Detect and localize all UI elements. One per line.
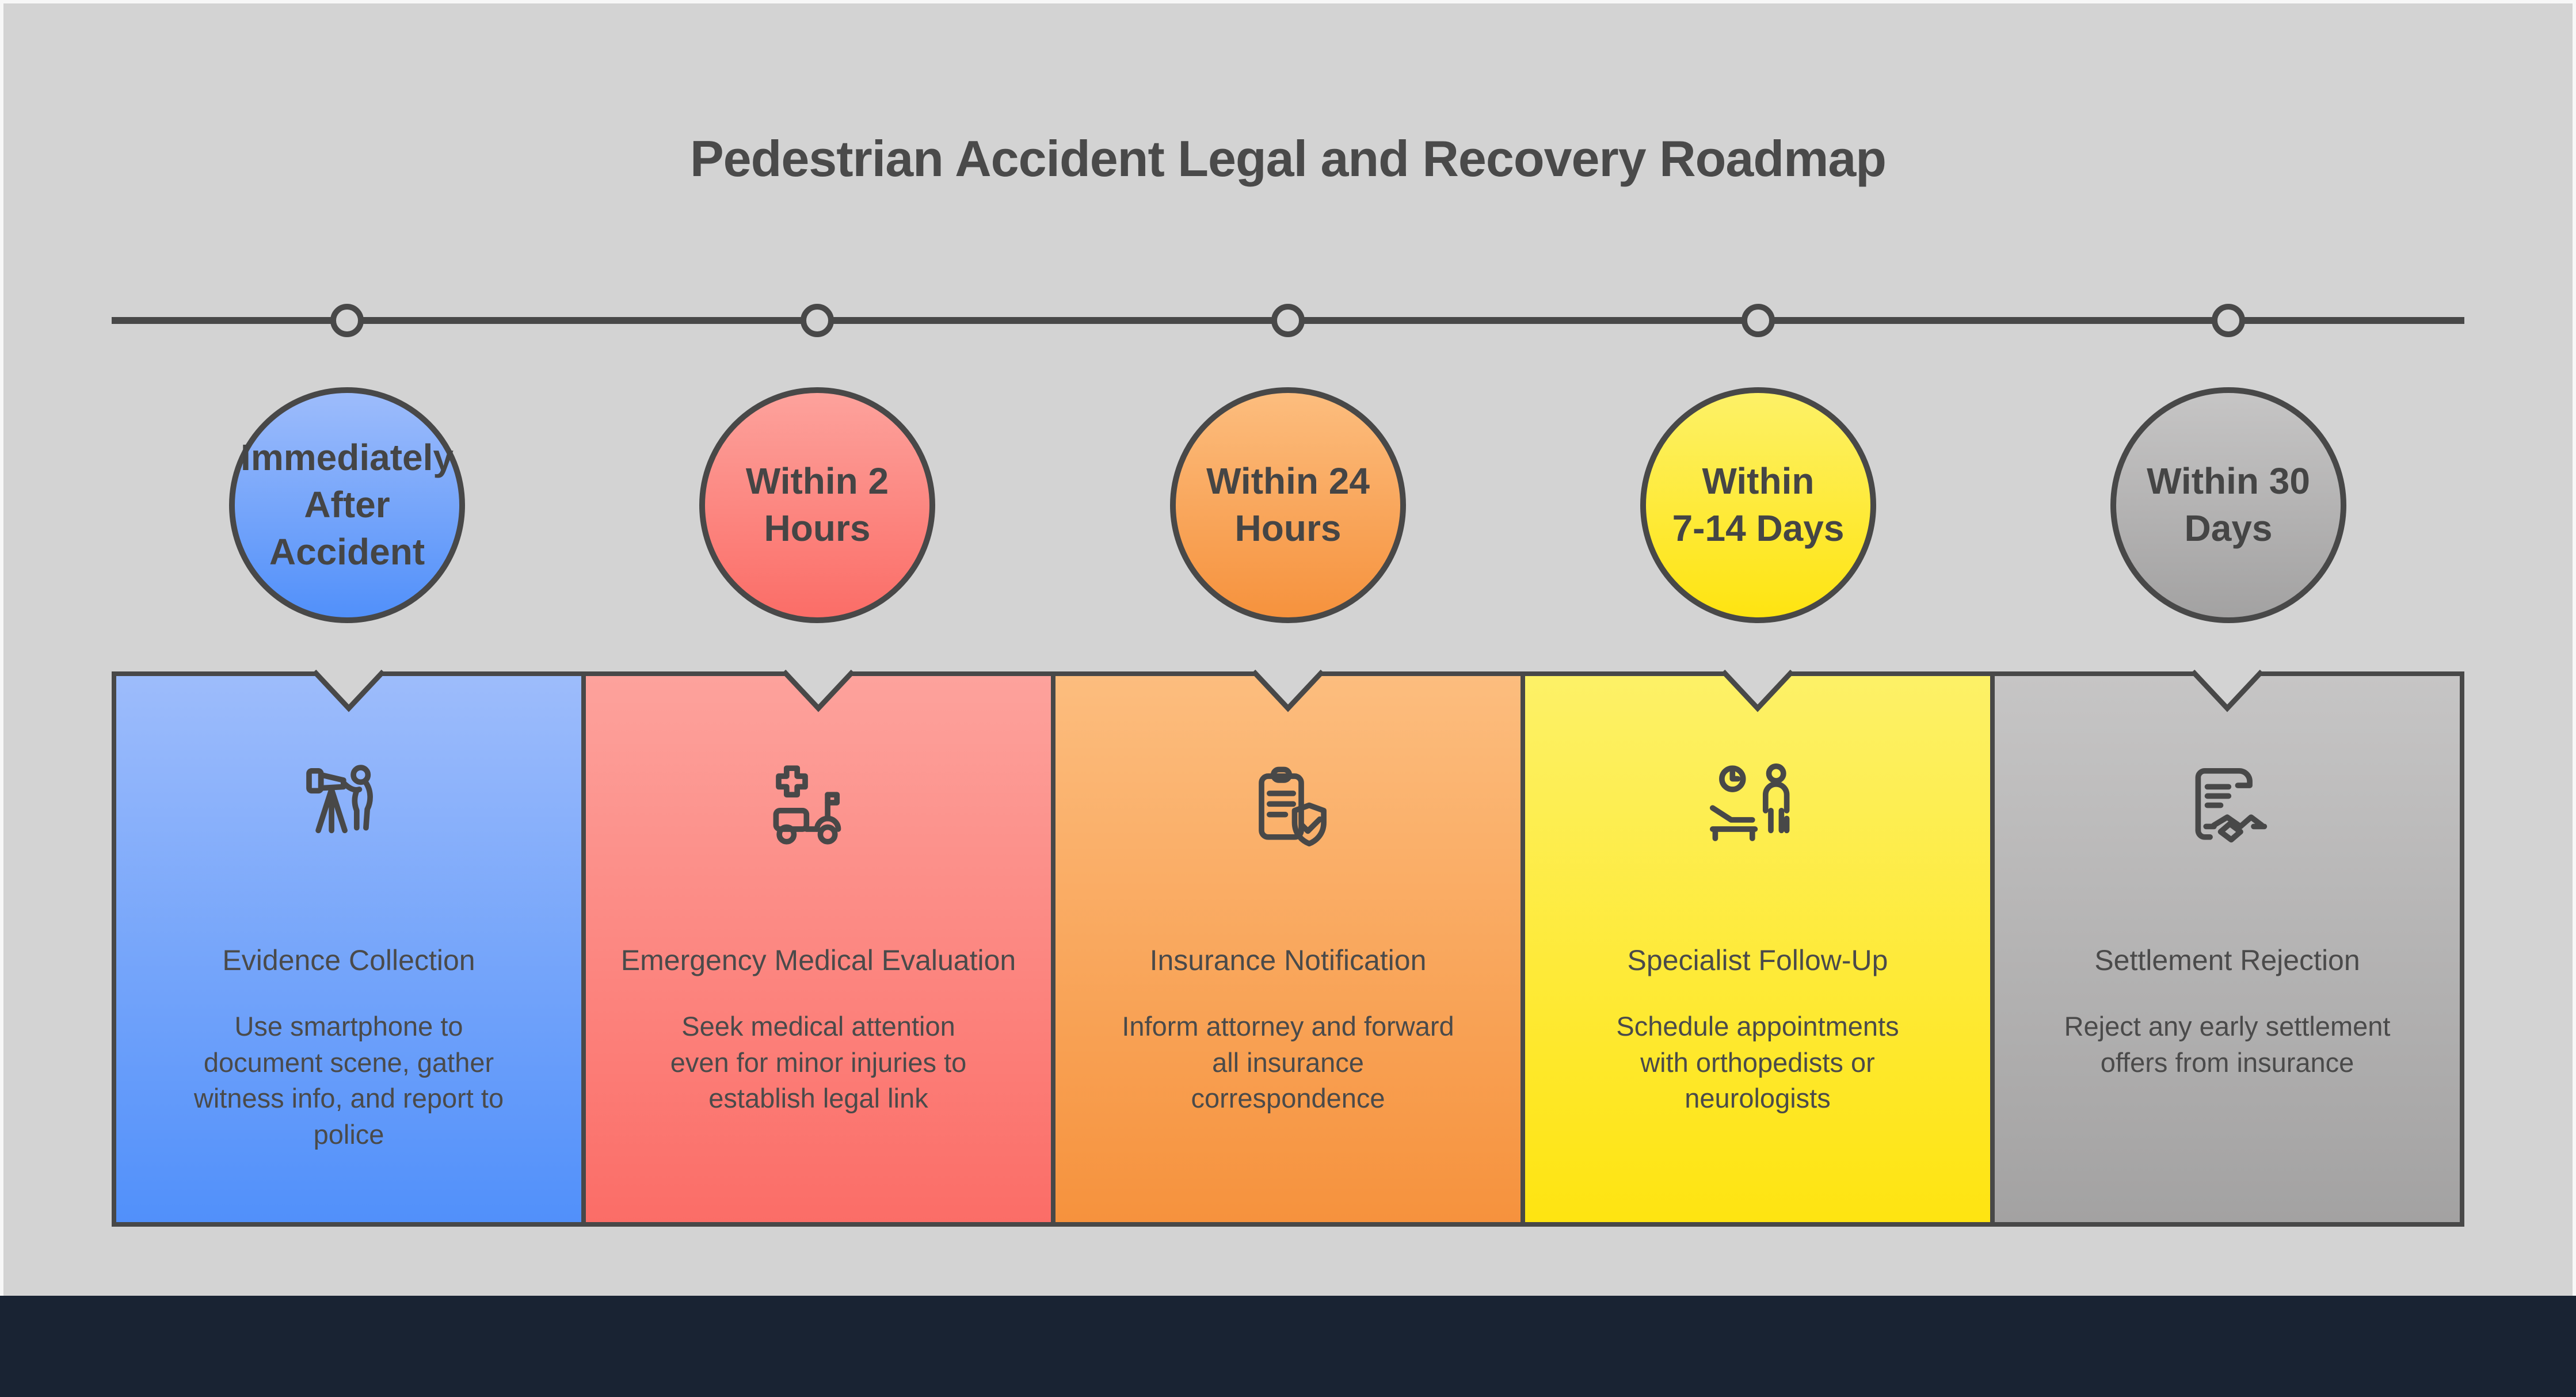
specialist-appointment-icon <box>1691 750 1824 882</box>
camera-tripod-icon <box>283 750 415 882</box>
time-circle-30-days: Within 30 Days <box>2110 387 2346 623</box>
card-title: Insurance Notification <box>1149 944 1427 976</box>
time-circle-7-14-days: Within 7-14 Days <box>1640 387 1876 623</box>
card-evidence-collection: Evidence Collection Use smartphone to do… <box>116 669 581 1222</box>
card-description: Reject any early settlement offers from … <box>2064 1011 2391 1078</box>
card-description: Schedule appointments with orthopedists … <box>1616 1011 1899 1113</box>
card-title: Evidence Collection <box>222 944 475 976</box>
card-notch <box>1251 669 1325 712</box>
card-specialist-follow-up: Specialist Follow-Up Schedule appointmen… <box>1525 669 1990 1222</box>
card-notch <box>782 669 855 712</box>
timeline-node-5 <box>2212 304 2245 337</box>
card-title: Specialist Follow-Up <box>1627 944 1888 976</box>
card-description: Seek medical attention even for minor in… <box>670 1011 967 1113</box>
card-description: Use smartphone to document scene, gather… <box>193 1011 504 1150</box>
insurance-clipboard-shield-icon <box>1222 750 1354 882</box>
footer-bar <box>0 1296 2576 1397</box>
settlement-handshake-icon <box>2161 750 2293 882</box>
card-emergency-medical: Emergency Medical Evaluation Seek medica… <box>586 669 1051 1222</box>
time-label: Within 2 Hours <box>745 460 889 549</box>
medical-transport-icon <box>752 750 885 882</box>
card-title: Settlement Rejection <box>2094 944 2360 976</box>
card-notch <box>1721 669 1794 712</box>
card-notch <box>312 669 386 712</box>
card-title: Emergency Medical Evaluation <box>620 944 1016 976</box>
timeline-node-3 <box>1271 304 1305 337</box>
timeline-node-1 <box>330 304 364 337</box>
timeline-node-4 <box>1742 304 1775 337</box>
time-label: Within 30 Days <box>2147 460 2310 549</box>
card-notch <box>2190 669 2264 712</box>
page-title: Pedestrian Accident Legal and Recovery R… <box>689 130 1887 187</box>
time-label: Immediately After Accident <box>241 437 454 572</box>
time-circle-immediately: Immediately After Accident <box>229 387 465 623</box>
timeline-node-2 <box>801 304 834 337</box>
card-description: Inform attorney and forward all insuranc… <box>1122 1011 1454 1113</box>
time-circle-24-hours: Within 24 Hours <box>1170 387 1406 623</box>
card-insurance-notification: Insurance Notification Inform attorney a… <box>1055 669 1521 1222</box>
time-label: Within 7-14 Days <box>1672 460 1845 549</box>
time-label: Within 24 Hours <box>1206 460 1370 549</box>
stage-cards-row: Evidence Collection Use smartphone to do… <box>112 669 2464 1227</box>
time-circle-2-hours: Within 2 Hours <box>699 387 935 623</box>
card-settlement-rejection: Settlement Rejection Reject any early se… <box>1995 669 2460 1222</box>
